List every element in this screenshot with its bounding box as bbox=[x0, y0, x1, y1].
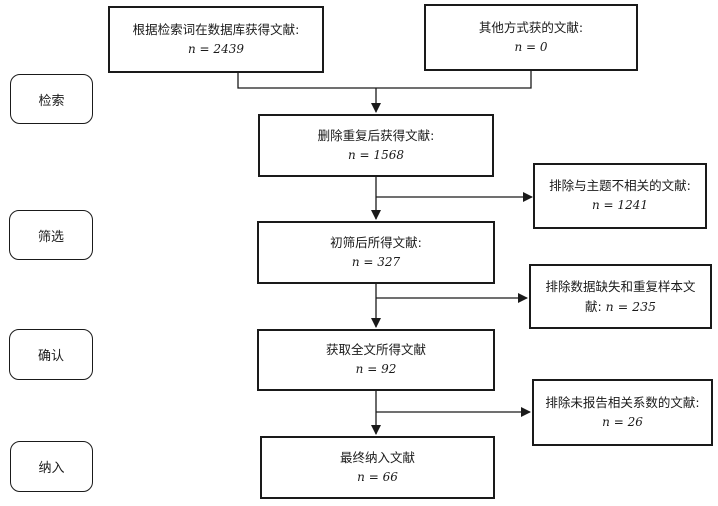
box-excluded-no-correlation: 排除未报告相关系数的文献: n = 26 bbox=[532, 379, 713, 446]
box-count: n = 1568 bbox=[348, 147, 404, 162]
stage-search: 检索 bbox=[10, 74, 93, 124]
box-label: 根据检索词在数据库获得文献: bbox=[132, 21, 300, 37]
box-count: n = 66 bbox=[357, 469, 398, 484]
box-label: 删除重复后获得文献: bbox=[317, 127, 435, 143]
box-database-records: 根据检索词在数据库获得文献: n = 2439 bbox=[108, 6, 324, 73]
box-label: 获取全文所得文献 bbox=[325, 342, 426, 358]
box-count: n = 1241 bbox=[592, 198, 648, 213]
box-label-line1: 排除数据缺失和重复样本文 bbox=[545, 278, 696, 294]
stage-screening: 筛选 bbox=[9, 210, 93, 260]
stage-included: 纳入 bbox=[10, 441, 93, 492]
box-excluded-irrelevant: 排除与主题不相关的文献: n = 1241 bbox=[533, 163, 707, 229]
box-label: 最终纳入文献 bbox=[339, 449, 415, 465]
box-label: 排除与主题不相关的文献: bbox=[549, 178, 691, 194]
box-count: n = 92 bbox=[355, 362, 397, 377]
box-final-included: 最终纳入文献 n = 66 bbox=[260, 436, 495, 499]
box-count: n = 235 bbox=[605, 298, 657, 314]
box-label: 其他方式获的文献: bbox=[478, 19, 584, 35]
box-fulltext: 获取全文所得文献 n = 92 bbox=[257, 329, 495, 391]
box-deduplicated: 删除重复后获得文献: n = 1568 bbox=[258, 114, 494, 177]
box-count: n = 26 bbox=[602, 414, 643, 429]
box-label-line2: 献: n = 235 bbox=[585, 297, 656, 317]
box-label: 排除未报告相关系数的文献: bbox=[545, 394, 700, 410]
box-count: n = 327 bbox=[351, 254, 401, 269]
box-count: n = 0 bbox=[514, 39, 548, 54]
stage-eligibility: 确认 bbox=[9, 329, 93, 380]
box-count: n = 2439 bbox=[188, 41, 244, 56]
merge-connector bbox=[237, 70, 532, 89]
box-label: 初筛后所得文献: bbox=[330, 234, 422, 250]
box-screened: 初筛后所得文献: n = 327 bbox=[257, 221, 495, 284]
box-other-records: 其他方式获的文献: n = 0 bbox=[424, 4, 638, 71]
box-label-line2-text: 献: bbox=[584, 298, 602, 314]
box-excluded-missing-data: 排除数据缺失和重复样本文 献: n = 235 bbox=[529, 264, 712, 329]
